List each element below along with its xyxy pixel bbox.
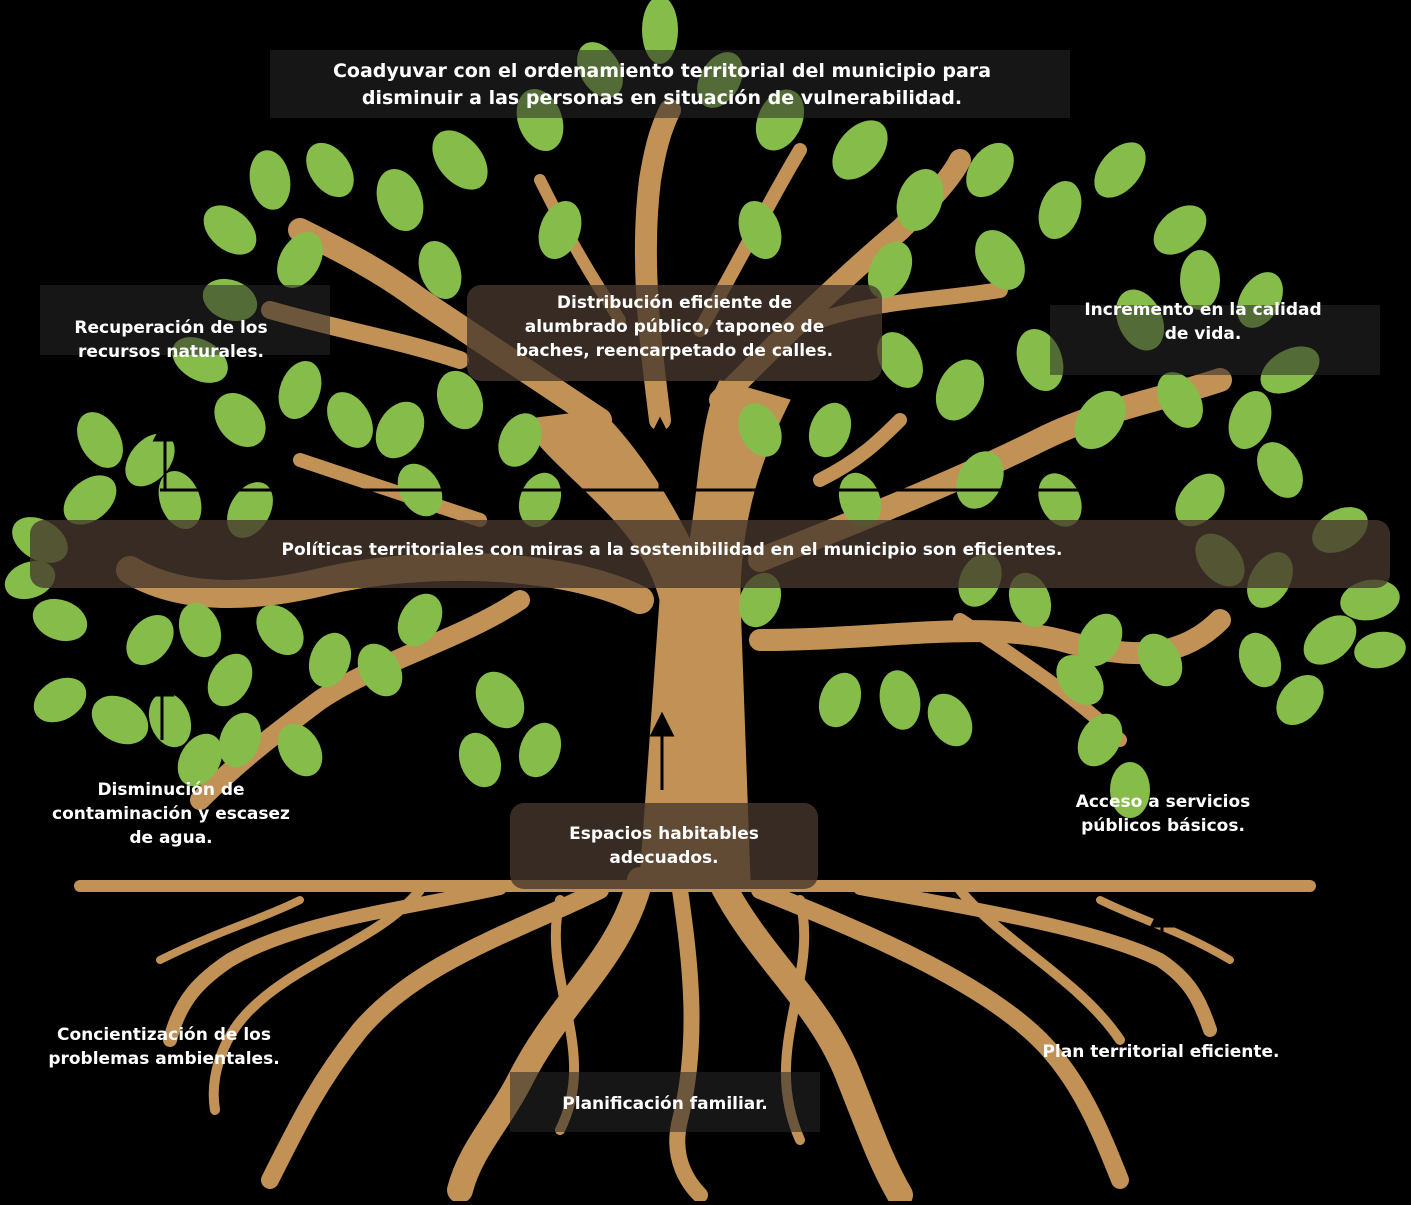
- connector-arrows: [147, 416, 1175, 1020]
- output-right-line-2: de vida.: [1164, 324, 1242, 344]
- component-left-line-2: contaminación y escasez: [52, 804, 290, 824]
- activity-right-label: Plan territorial eficiente.: [1042, 1042, 1280, 1062]
- component-right-label: Acceso a servicios públicos básicos.: [1040, 790, 1286, 838]
- component-right-line-1: Acceso a servicios: [1075, 792, 1251, 812]
- activity-left-line-1: Concientización de los: [57, 1025, 271, 1045]
- output-center-line-2: alumbrado público, taponeo de: [524, 317, 825, 337]
- output-center-label: Distribución eficiente de alumbrado públ…: [467, 291, 882, 363]
- activity-center-band: [510, 1072, 820, 1132]
- component-left-label: Disminución de contaminación y escasez d…: [28, 778, 314, 850]
- component-center-band: [510, 803, 818, 889]
- activity-left-line-2: problemas ambientales.: [48, 1049, 280, 1069]
- component-left-line-1: Disminución de: [97, 780, 245, 800]
- activity-left-label: Concientización de los problemas ambient…: [24, 1023, 304, 1071]
- output-center-line-3: baches, reencarpetado de calles.: [515, 341, 834, 361]
- component-center-label: Espacios habitables adecuados.: [510, 822, 818, 870]
- output-left-band: [40, 285, 330, 355]
- activity-center-label: Planificación familiar.: [562, 1094, 768, 1114]
- output-left-line-2: recursos naturales.: [78, 342, 264, 362]
- output-center-band: [467, 285, 882, 381]
- goal-text: Coadyuvar con el ordenamiento territoria…: [270, 58, 1054, 112]
- output-center-line-1: Distribución eficiente de: [556, 293, 793, 313]
- component-center-line-1: Espacios habitables: [569, 824, 759, 844]
- goal-line-1: Coadyuvar con el ordenamiento territoria…: [332, 60, 992, 82]
- output-left-label: Recuperación de los recursos naturales.: [40, 316, 302, 364]
- purpose-band: [30, 520, 1390, 588]
- purpose-label: Políticas territoriales con miras a la s…: [281, 540, 1063, 560]
- component-right-line-2: públicos básicos.: [1081, 816, 1245, 836]
- output-right-band: [1050, 305, 1380, 375]
- goal-band: [270, 50, 1070, 118]
- output-left-line-1: Recuperación de los: [74, 318, 268, 338]
- component-center-line-2: adecuados.: [609, 848, 719, 868]
- component-left-line-3: de agua.: [129, 828, 213, 848]
- output-right-label: Incremento en la calidad de vida.: [1062, 298, 1344, 346]
- goal-line-2: disminuir a las personas en situación de…: [361, 87, 963, 109]
- output-right-line-1: Incremento en la calidad: [1084, 300, 1322, 320]
